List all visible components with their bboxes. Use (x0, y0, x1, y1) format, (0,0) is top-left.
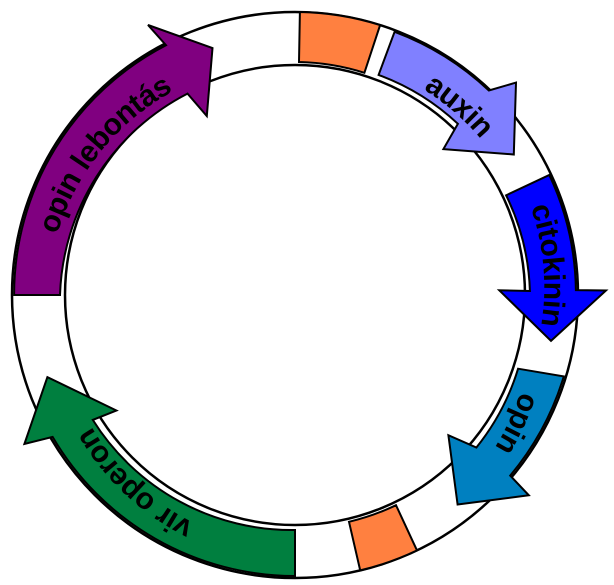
arrow-auxin (377, 30, 518, 156)
border-box-top (297, 10, 382, 75)
plasmid-ring (10, 10, 580, 580)
border-box-bottom (347, 503, 419, 572)
arrow-vir-operon (22, 375, 296, 578)
arrow-opin (447, 367, 566, 506)
arrow-opin-lebontas (13, 24, 214, 296)
arrow-citokinin (496, 173, 609, 343)
